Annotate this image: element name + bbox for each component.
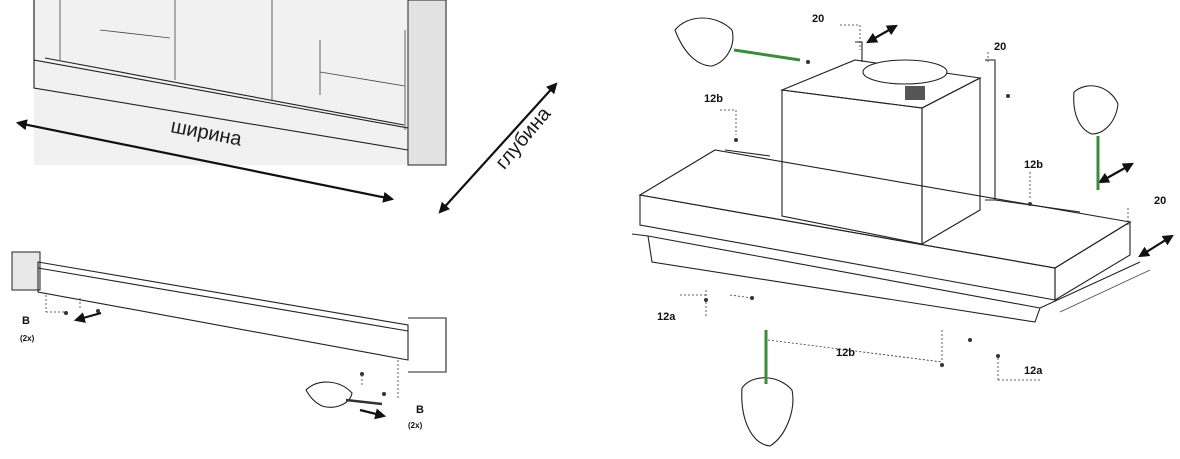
screw-b-label-right: B	[416, 404, 424, 416]
ref-12a-left: 12a	[657, 311, 676, 323]
strip-mounting-view: B (2x) B (2x)	[11, 251, 447, 430]
cabinet-dimension-view: ширина глубина	[15, 0, 558, 214]
ref-12a-right: 12a	[1024, 365, 1043, 377]
move-arrow-side	[1138, 234, 1174, 258]
move-arrow-top	[866, 24, 898, 44]
ref-12b-bottom: 12b	[836, 347, 855, 359]
ref-12b-right: 12b	[1024, 159, 1043, 171]
width-arrow	[15, 119, 395, 203]
depth-label: глубина	[491, 102, 556, 173]
hand-with-screwdriver-icon	[305, 381, 383, 408]
depth-arrow	[438, 82, 558, 214]
hood-assembly-view: 20 20 20 12b 12b 12b 12a 12a	[631, 13, 1174, 447]
screw-b-qty-right: (2x)	[408, 421, 423, 430]
ref-20-side: 20	[1154, 195, 1166, 207]
ref-20-right: 20	[994, 41, 1006, 53]
screw-b-arrow-right	[359, 408, 387, 420]
screw-b-qty-left: (2x)	[20, 334, 35, 343]
screw-b-arrow-left	[73, 311, 102, 323]
hand-with-screwdriver-icon	[741, 330, 794, 447]
ref-20-top: 20	[812, 13, 824, 25]
move-arrow-right	[1098, 162, 1134, 184]
hand-with-screwdriver-icon	[674, 17, 801, 67]
hand-with-screwdriver-icon	[1073, 85, 1119, 190]
ref-12b-left: 12b	[704, 93, 723, 105]
screw-b-label-left: B	[22, 315, 30, 327]
